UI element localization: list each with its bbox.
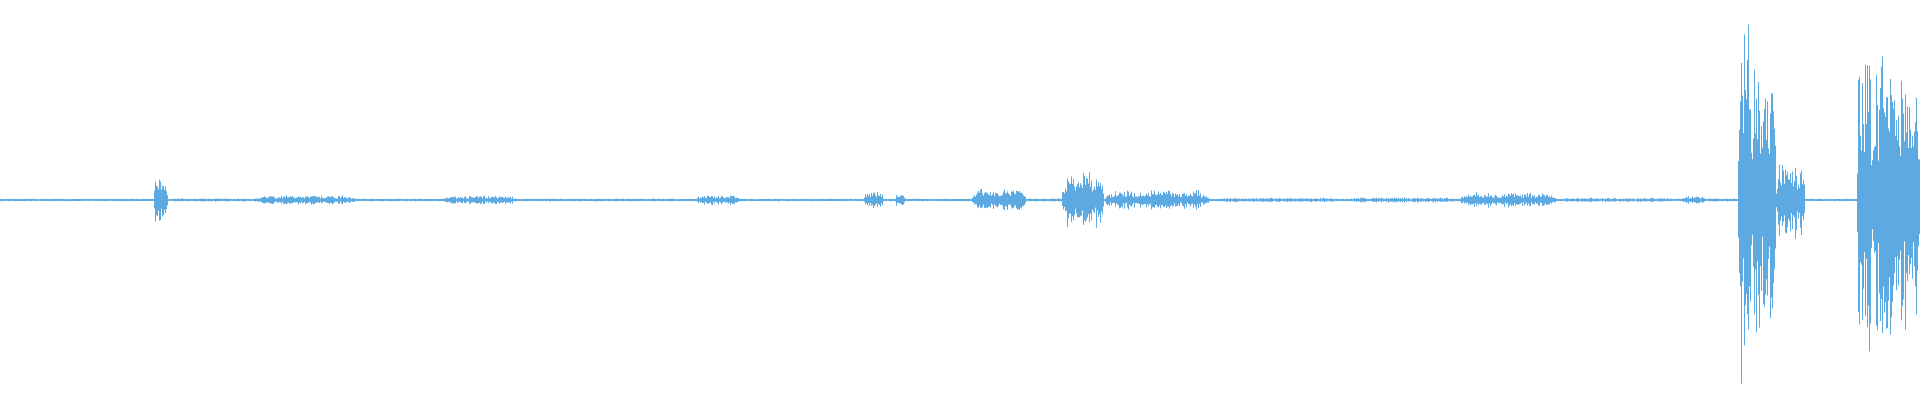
waveform-amplitude-group [0,24,1920,384]
